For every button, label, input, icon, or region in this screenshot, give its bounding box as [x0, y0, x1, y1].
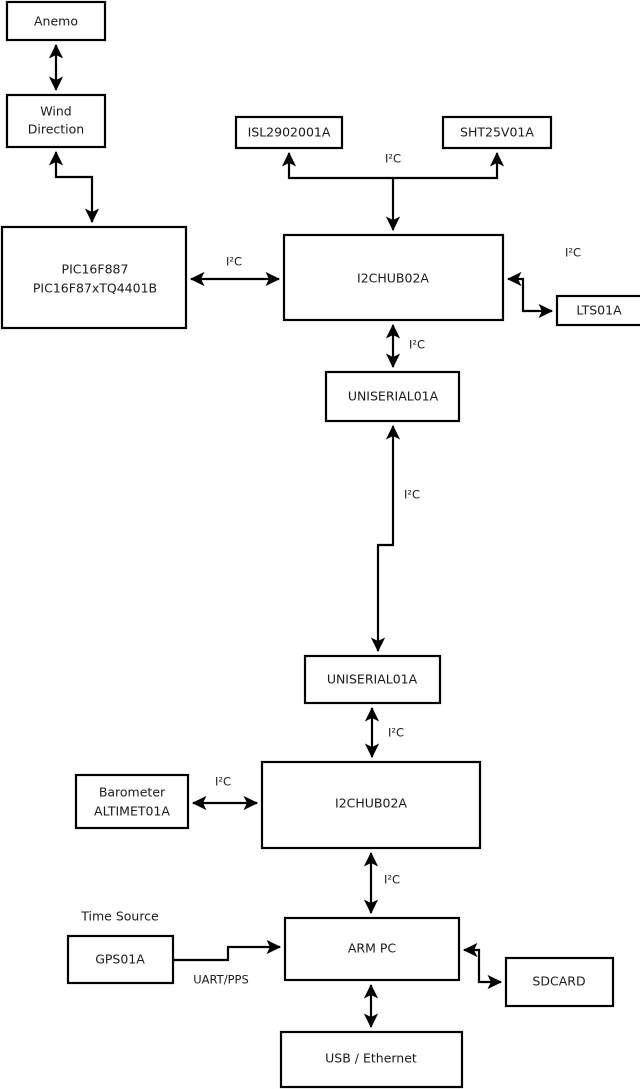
- connections-layer: [48, 43, 554, 1029]
- edge-label-i2c-hub-uniserial: I²C: [409, 338, 425, 352]
- node-barometer-label-line1: Barometer: [99, 785, 166, 800]
- node-sht25v01a[interactable]: SHT25V01A: [441, 115, 553, 150]
- connector-armpc-sdcard: [462, 942, 503, 990]
- connector-hub-sht: [393, 151, 505, 180]
- node-barometer-altimet01a-box[interactable]: [74, 773, 190, 830]
- labels-layer: I²C I²C I²C I²C I²C I²C I²C I²C UART/PPS…: [80, 152, 581, 987]
- node-sht25v01a-box[interactable]: [441, 115, 553, 150]
- node-pic-mcu[interactable]: PIC16F887 PIC16F87xTQ4401B: [0, 225, 188, 330]
- node-arm-pc-box[interactable]: [283, 916, 461, 982]
- node-pic-mcu-box[interactable]: [0, 225, 188, 330]
- node-lts01a-label: LTS01A: [576, 303, 622, 318]
- edge-label-i2c-barometer: I²C: [215, 775, 231, 789]
- node-uniserial01a-top[interactable]: UNISERIAL01A: [324, 370, 461, 423]
- node-isl2902001a[interactable]: ISL2902001A: [234, 115, 344, 150]
- node-i2chub02a-bottom[interactable]: I2CHUB02A: [260, 760, 482, 850]
- edge-label-uart-pps: UART/PPS: [193, 973, 249, 987]
- connector-hub-lts: [506, 271, 554, 319]
- node-i2chub02a-top[interactable]: I2CHUB02A: [282, 233, 505, 322]
- node-i2chub02a-bottom-label: I2CHUB02A: [335, 796, 407, 811]
- node-usb-ethernet-box[interactable]: [279, 1030, 464, 1089]
- edge-label-i2c-hub2-armpc: I²C: [384, 873, 400, 887]
- node-lts01a-box[interactable]: [555, 294, 640, 327]
- node-barometer-label-line2: ALTIMET01A: [94, 804, 170, 819]
- label-time-source: Time Source: [80, 909, 159, 924]
- node-wind-direction[interactable]: Wind Direction: [5, 93, 107, 149]
- node-usb-ethernet-label: USB / Ethernet: [325, 1051, 417, 1066]
- node-uniserial01a-top-box[interactable]: [324, 370, 461, 423]
- node-isl2902001a-box[interactable]: [234, 115, 344, 150]
- node-i2chub02a-top-label: I2CHUB02A: [357, 271, 429, 286]
- node-isl2902001a-label: ISL2902001A: [248, 125, 331, 140]
- node-arm-pc-label: ARM PC: [348, 941, 397, 956]
- node-uniserial01a-bottom-box[interactable]: [303, 654, 442, 705]
- node-sdcard-box[interactable]: [504, 956, 615, 1008]
- node-pic-mcu-label-line2: PIC16F87xTQ4401B: [33, 281, 157, 296]
- node-anemo-box[interactable]: [5, 0, 107, 42]
- node-sdcard-label: SDCARD: [532, 974, 585, 989]
- node-gps01a-box[interactable]: [66, 934, 175, 985]
- node-wind-direction-box[interactable]: [5, 93, 107, 149]
- node-uniserial01a-top-label: UNISERIAL01A: [348, 389, 439, 404]
- connector-uniserial-uniserial: [370, 424, 401, 653]
- node-wind-direction-label-line2: Direction: [28, 122, 84, 137]
- edge-label-i2c-uniserial-hub2: I²C: [388, 726, 404, 740]
- node-wind-direction-label-line1: Wind: [40, 104, 71, 119]
- node-gps01a[interactable]: GPS01A: [66, 934, 175, 985]
- node-anemo[interactable]: Anemo: [5, 0, 107, 42]
- node-usb-ethernet[interactable]: USB / Ethernet: [279, 1030, 464, 1089]
- node-i2chub02a-bottom-box[interactable]: [260, 760, 482, 850]
- node-sdcard[interactable]: SDCARD: [504, 956, 615, 1008]
- node-pic-mcu-label-line1: PIC16F887: [62, 262, 129, 277]
- connector-hub-isl: [281, 151, 393, 180]
- edge-label-i2c-top-branch: I²C: [385, 152, 401, 166]
- node-anemo-label: Anemo: [34, 14, 78, 29]
- node-i2chub02a-top-box[interactable]: [282, 233, 505, 322]
- connector-pic-wind: [48, 150, 100, 224]
- node-arm-pc[interactable]: ARM PC: [283, 916, 461, 982]
- edge-label-i2c-uniserial-uniserial: I²C: [404, 488, 420, 502]
- node-uniserial01a-bottom[interactable]: UNISERIAL01A: [303, 654, 442, 705]
- node-sht25v01a-label: SHT25V01A: [460, 125, 534, 140]
- connector-gps-armpc: [173, 939, 282, 962]
- edge-label-i2c-pic-hub: I²C: [226, 255, 242, 269]
- node-uniserial01a-bottom-label: UNISERIAL01A: [327, 672, 418, 687]
- node-barometer-altimet01a[interactable]: Barometer ALTIMET01A: [74, 773, 190, 830]
- node-gps01a-label: GPS01A: [95, 952, 145, 967]
- node-lts01a[interactable]: LTS01A: [555, 294, 640, 327]
- edge-label-i2c-lts: I²C: [565, 246, 581, 260]
